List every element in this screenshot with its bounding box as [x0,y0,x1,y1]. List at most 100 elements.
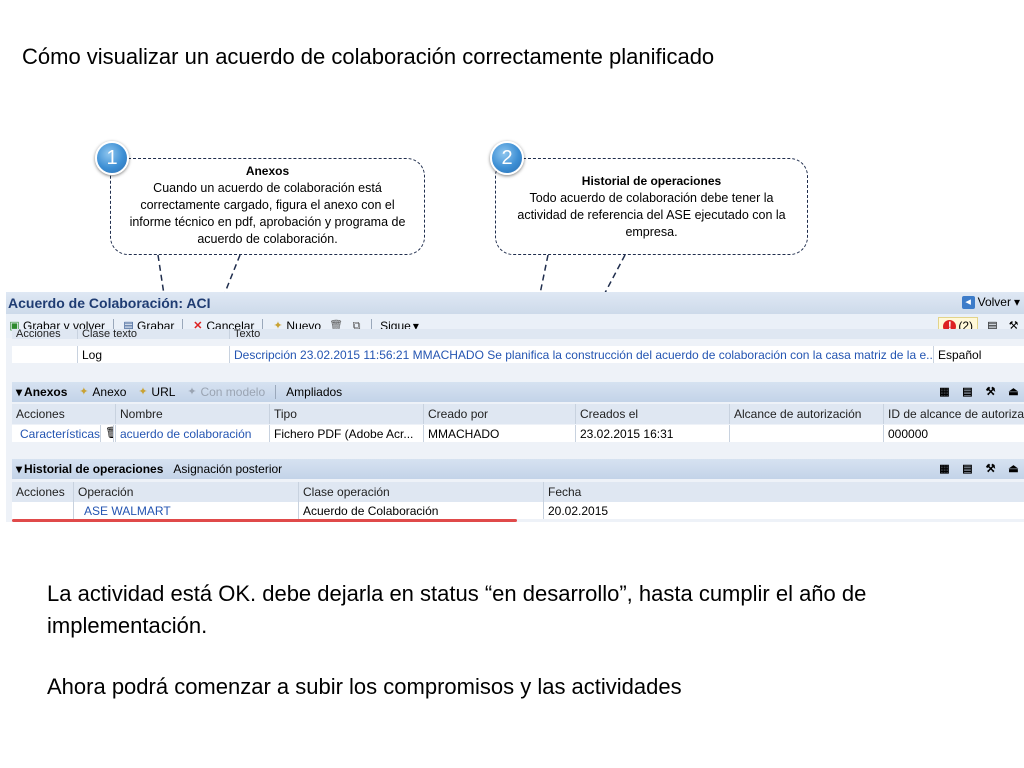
cancel-icon: ✕ [193,319,203,332]
callout-title: Anexos [245,164,290,178]
export-excel-icon[interactable]: ▦ [939,462,950,475]
status-instruction: La actividad está OK. debe dejarla en st… [47,581,867,638]
attachment-name-link[interactable]: acuerdo de colaboración [116,425,270,442]
trash-icon: 🗑 [329,319,344,332]
language-cell: Español [938,347,982,362]
auth-scope-cell [730,425,884,442]
historial-section-header[interactable]: ▾ Historial de operaciones Asignación po… [12,459,1024,479]
column-header: Tipo [270,404,424,424]
template-icon: ✦ [187,385,197,398]
properties-link[interactable]: Características [16,425,102,442]
back-icon: ◂ [961,295,975,309]
column-header: Clase texto [78,329,230,339]
column-header: Acciones [12,404,116,424]
anexos-label: Anexos [24,385,68,399]
settings-button[interactable]: ⚒ [1007,320,1020,333]
callout-historial: Historial de operaciones Todo acuerdo de… [495,158,808,255]
toolbar-divider [182,319,184,333]
trash-icon[interactable]: 🗑 [101,425,115,442]
add-attachment-button[interactable]: ✦Anexo [77,385,126,399]
column-header: Creados el [576,404,730,424]
save-icon: ▤ [123,319,134,332]
wrench-icon[interactable]: ⚒ [985,385,996,398]
url-label: URL [151,385,176,399]
attachment-label: Anexo [92,385,127,399]
anexos-row: Características🗑 acuerdo de colaboración… [12,425,1024,442]
toolbar-divider [262,319,264,333]
text-description-link[interactable]: Descripción 23.02.2015 11:56:21 MMACHADO… [230,346,934,363]
anexos-header-row: Acciones Nombre Tipo Creado por Creados … [12,404,1024,424]
extended-button[interactable]: Ampliados [286,385,342,399]
delete-button[interactable]: 🗑 [329,319,344,333]
attachment-icon: ✦ [79,385,89,398]
created-by-cell: MMACHADO [424,425,576,442]
slide-title: Cómo visualizar un acuerdo de colaboraci… [22,44,715,69]
next-step-instruction: Ahora podrá comenzar a subir los comprom… [47,674,682,699]
notes-icon: ▤ [987,319,998,332]
subsequent-assignment-button[interactable]: Asignación posterior [173,462,282,476]
copy-button[interactable]: ⧉ [350,320,363,333]
column-header: Acciones [12,329,78,339]
with-template-button[interactable]: ✦Con modelo [185,385,265,399]
column-header: Alcance de autorización [730,404,884,424]
eject-icon[interactable]: ⏏ [1008,462,1019,475]
created-on-cell: 23.02.2015 16:31 [576,425,730,442]
print-icon[interactable]: ▤ [962,462,973,475]
notes-button[interactable]: ▤ [986,320,999,333]
column-header: Acciones [12,482,74,502]
wrench-icon: ⚒ [1008,319,1019,332]
column-header: Clase operación [299,482,544,502]
toolbar-divider [275,385,277,399]
texts-row: Log Descripción 23.02.2015 11:56:21 MMAC… [12,346,1024,363]
chevron-down-icon: ▾ [412,319,419,333]
callout-body: Cuando un acuerdo de colaboración está c… [129,181,406,246]
back-button[interactable]: ◂ Volver ▾ [961,295,1020,309]
copy-icon: ⧉ [352,319,361,332]
operation-link[interactable]: ASE WALMART [74,502,299,519]
actions-cell [12,346,78,363]
toolbar-divider [371,319,373,333]
back-label: Volver [977,295,1011,309]
eject-icon[interactable]: ⏏ [1008,385,1019,398]
column-header: Nombre [116,404,270,424]
window-title: Acuerdo de Colaboración: ACI [8,295,211,311]
callout-title: Historial de operaciones [581,174,722,188]
subsequent-assignment-label: Asignación posterior [173,462,283,476]
column-header: Fecha [548,485,582,499]
new-document-icon: ✦ [273,319,283,332]
collapse-icon[interactable]: ▾ [16,462,23,476]
add-url-button[interactable]: ✦URL [136,385,175,399]
texts-header-row: Acciones Clase texto Texto [12,329,1024,339]
column-header: Texto [234,329,261,339]
callout-body: Todo acuerdo de colaboración debe tener … [517,191,786,239]
operation-class-cell: Acuerdo de Colaboración [299,502,544,519]
step-1-badge: 1 [95,141,129,175]
url-icon: ✦ [138,385,148,398]
chevron-down-icon: ▾ [1013,295,1020,309]
highlight-underline [12,519,517,522]
anexos-section-header[interactable]: ▾ Anexos ✦Anexo ✦URL ✦Con modelo Ampliad… [12,382,1024,402]
auth-scope-id-cell: 000000 [888,426,929,441]
step-2-badge: 2 [490,141,524,175]
save-back-icon: ▣ [9,319,20,332]
file-type-cell: Fichero PDF (Adobe Acr... [270,425,424,442]
actions-cell [12,502,74,519]
extended-label: Ampliados [286,385,343,399]
historial-label: Historial de operaciones [24,462,164,476]
date-cell: 20.02.2015 [548,503,609,518]
column-header: ID de alcance de autoriza... [888,407,1024,421]
callout-anexos: Anexos Cuando un acuerdo de colaboración… [110,158,425,255]
export-excel-icon[interactable]: ▦ [939,385,950,398]
column-header: Creado por [424,404,576,424]
print-icon[interactable]: ▤ [962,385,973,398]
historial-row: ASE WALMART Acuerdo de Colaboración 20.0… [12,502,1024,519]
window-title-bar: Acuerdo de Colaboración: ACI ◂ Volver ▾ [6,292,1024,314]
column-header: Operación [74,482,299,502]
historial-header-row: Acciones Operación Clase operación Fecha [12,482,1024,502]
actions-cell: Características🗑 [12,425,116,442]
collapse-icon[interactable]: ▾ [16,385,23,399]
crm-window: Acuerdo de Colaboración: ACI ◂ Volver ▾ … [6,292,1024,522]
wrench-icon[interactable]: ⚒ [985,462,996,475]
template-label: Con modelo [200,385,266,399]
toolbar-divider [113,319,115,333]
